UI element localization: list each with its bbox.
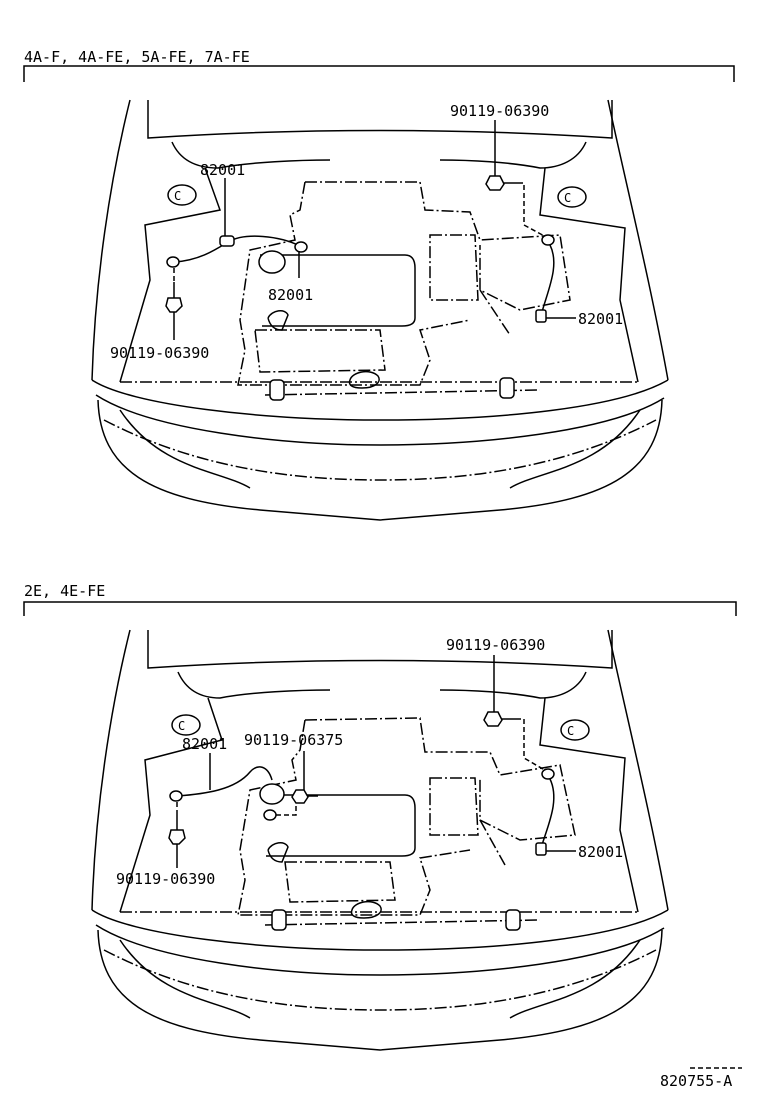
section-1-left-bolt-label: 90119-06390 (110, 344, 209, 362)
section-2: 2E, 4E-FE C C (23, 582, 737, 1051)
section-1-center-strap-label: 82001 (268, 286, 313, 304)
section-1-car-body: C C (91, 99, 669, 521)
section-1-engine (237, 181, 571, 401)
bolt-icon (483, 711, 516, 727)
section-1-left-strap-label: 82001 (200, 161, 245, 179)
bolt-icon (168, 815, 186, 845)
section-2-left-bolt-label: 90119-06390 (116, 870, 215, 888)
bolt-icon (485, 175, 518, 191)
section-2-right-strap-label: 82001 (578, 843, 623, 861)
svg-text:C: C (564, 191, 571, 205)
section-1: 4A-F, 4A-FE, 5A-FE, 7A-FE C C (23, 48, 735, 521)
bolt-icon (165, 282, 183, 313)
section-1-right-strap-label: 82001 (578, 310, 623, 328)
bolt-icon (291, 789, 318, 804)
svg-text:C: C (178, 719, 185, 733)
section-2-car-body: C C (91, 629, 669, 1051)
figure-code: 820755-A (660, 1072, 732, 1090)
section-2-parts (168, 655, 576, 868)
svg-text:C: C (567, 724, 574, 738)
section-2-center-bolt-label: 90119-06375 (244, 731, 343, 749)
section-2-header: 2E, 4E-FE (24, 582, 105, 600)
section-1-parts (165, 120, 576, 340)
section-1-header: 4A-F, 4A-FE, 5A-FE, 7A-FE (24, 48, 250, 66)
section-2-engine (237, 717, 576, 931)
section-2-left-strap-label: 82001 (182, 735, 227, 753)
svg-text:C: C (174, 189, 181, 203)
section-2-bracket (23, 601, 737, 616)
section-2-top-bolt-label: 90119-06390 (446, 636, 545, 654)
section-1-left-strap-terminal (166, 256, 180, 268)
section-1-top-bolt-label: 90119-06390 (450, 102, 549, 120)
section-1-bracket (23, 65, 735, 82)
